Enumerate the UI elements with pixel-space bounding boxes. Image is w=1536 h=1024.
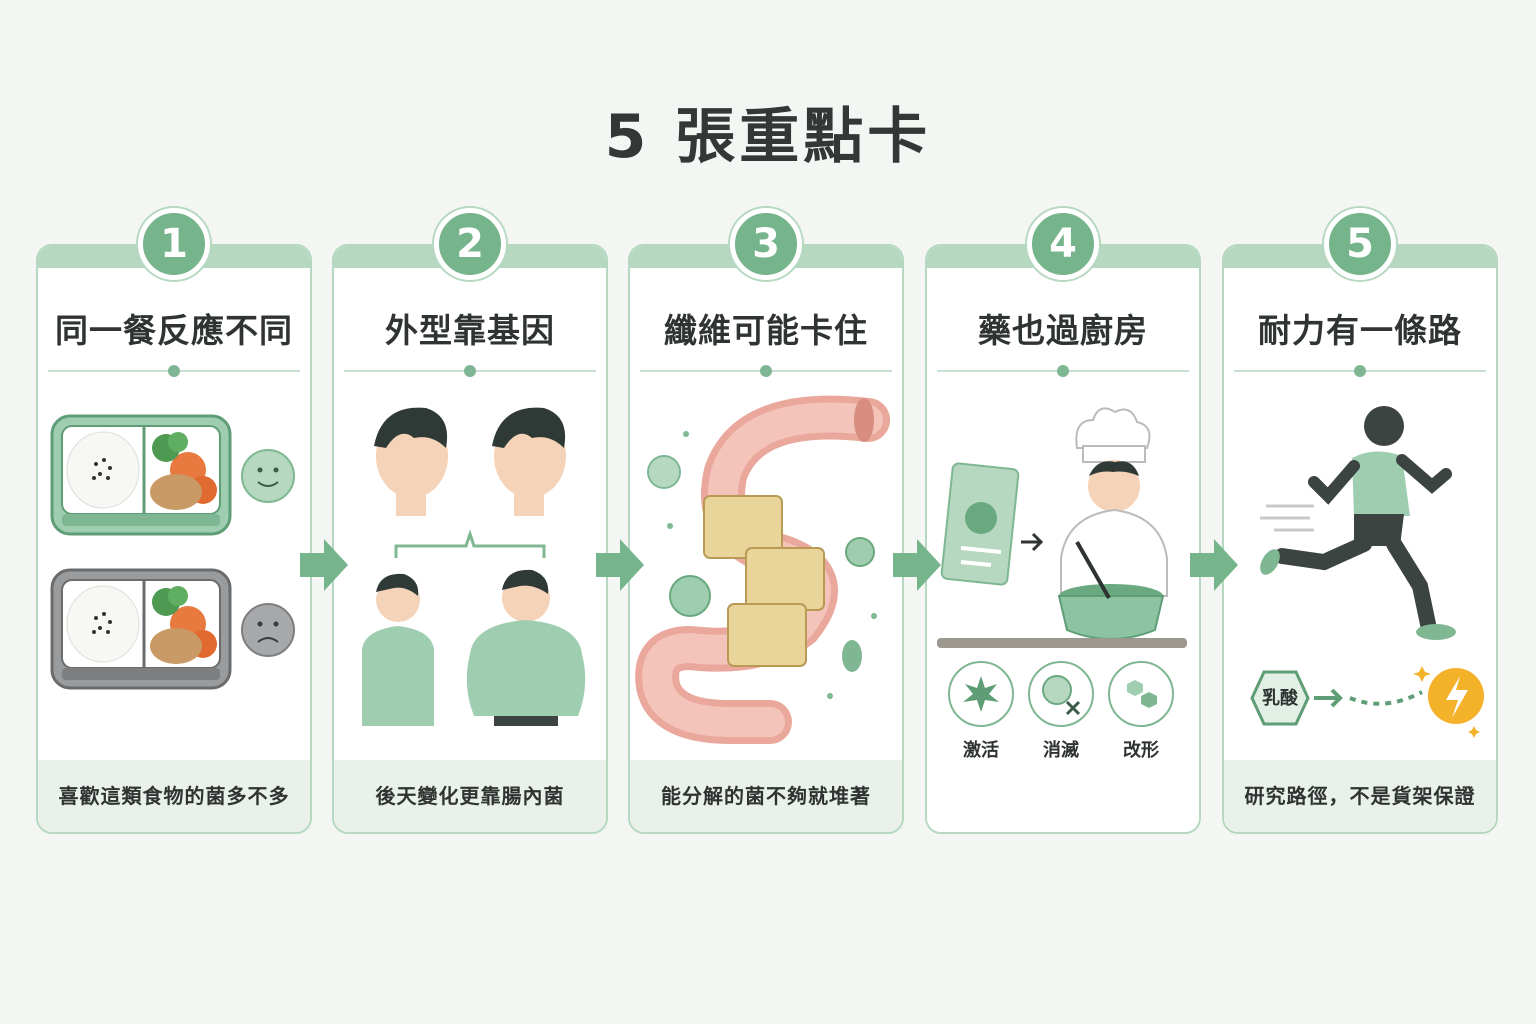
frown-face-icon [241,603,295,657]
arrow-right-icon [596,539,644,591]
badge-4: 4 [1027,208,1099,280]
energy-bolt-icon [1413,666,1484,738]
card-title: 耐力有一條路 [1258,311,1462,350]
lunchbox-icon [50,414,232,536]
card-footer: 研究路徑，不是貨架保證 [1224,760,1496,832]
divider-dot [1354,365,1366,377]
medicine-pack-icon [940,462,1020,586]
card-title: 藥也過廚房 [978,311,1148,350]
page-title: 5 張重點卡 [604,102,932,172]
arrow-right-icon [300,539,348,591]
divider-dot [168,365,180,377]
card-5: 耐力有一條路 乳酸 研究路徑，不是貨架保證 [1222,244,1498,834]
smile-face-icon [241,449,295,503]
fiber-block-icon [703,495,825,667]
card-footer: 能分解的菌不夠就堆著 [630,760,902,832]
arrow-right-icon [1190,539,1238,591]
badge-1: 1 [138,208,210,280]
runner-icon [1260,406,1456,640]
divider-dot [1057,365,1069,377]
card-3: 纖維可能卡住 能分解的菌不夠就堆著 [628,244,904,834]
lunchbox-icon [50,568,232,690]
divider-dot [760,365,772,377]
endurance-illustration [1250,406,1484,738]
divider-dot [464,365,476,377]
destroy-icon [1028,661,1094,727]
hexagon-icon [1250,670,1310,726]
badge-5: 5 [1324,208,1396,280]
slim-person-icon [362,573,434,726]
genes-illustration [362,407,586,726]
card-title: 外型靠基因 [385,311,555,350]
card-title: 纖維可能卡住 [664,311,868,350]
card-2: 外型靠基因 後天變化更靠腸內菌 [332,244,608,834]
arrow-right-icon [1021,532,1044,552]
sub-label-destroy: 消滅 [1043,740,1079,761]
sub-label-transform: 改形 [1123,740,1159,761]
card-footer [927,760,1199,832]
bracket-icon [394,529,546,558]
badge-2: 2 [434,208,506,280]
twin-heads-icon [374,407,566,516]
arrow-right-icon [1314,688,1343,708]
card-footer: 喜歡這類食物的菌多不多 [38,760,310,832]
transform-icon [1108,661,1174,727]
heavy-person-icon [466,569,586,726]
card-1: 同一餐反應不同 [36,244,312,834]
card-4: 藥也過廚房 [925,244,1201,834]
card-footer: 後天變化更靠腸內菌 [334,760,606,832]
chef-icon [1060,407,1168,597]
card-title: 同一餐反應不同 [55,311,293,350]
activate-icon [948,661,1014,727]
hex-label: 乳酸 [1262,688,1298,709]
arrow-right-icon [893,539,941,591]
fiber-illustration [635,395,890,744]
pot-icon [1057,541,1165,640]
microbe-icon [647,431,877,699]
sub-label-activate: 激活 [963,740,999,761]
lunchbox-illustration [50,414,295,690]
kitchen-illustration [937,407,1187,727]
badge-3: 3 [730,208,802,280]
counter [937,638,1187,648]
